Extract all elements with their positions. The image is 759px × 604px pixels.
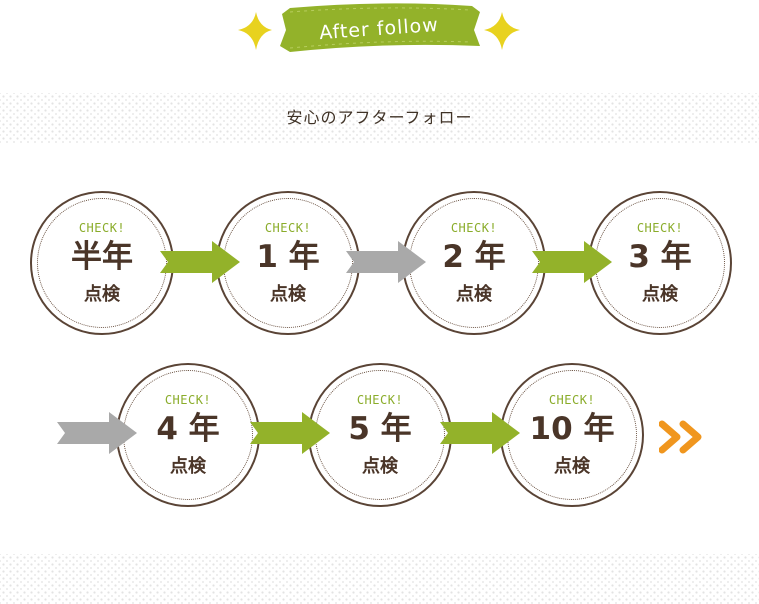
step-badge-4-year: CHECK! 4 年 点検 <box>116 363 260 507</box>
sparkle-star-icon <box>484 12 520 50</box>
arrow-right-icon <box>346 239 428 285</box>
check-label: CHECK! <box>450 221 498 235</box>
step-badge-10-year: CHECK! 10 年 点検 <box>500 363 644 507</box>
step-badge-2-year: CHECK! 2 年 点検 <box>402 191 546 335</box>
step-badge-3-year: CHECK! 3 年 点検 <box>588 191 732 335</box>
period-label: 2 年 <box>442 239 506 275</box>
dotted-band-bottom <box>0 554 759 604</box>
inspection-label: 点検 <box>170 456 206 477</box>
arrow-right-icon <box>250 410 332 456</box>
check-label: CHECK! <box>636 221 684 235</box>
step-badge-5-year: CHECK! 5 年 点検 <box>308 363 452 507</box>
section-subtitle: 安心のアフターフォロー <box>286 108 473 127</box>
period-label: 1 年 <box>256 239 320 275</box>
check-label: CHECK! <box>548 393 596 407</box>
check-label: CHECK! <box>78 221 126 235</box>
badge-ring-inner <box>37 198 167 328</box>
inspection-label: 点検 <box>642 284 678 305</box>
period-label: 3 年 <box>628 239 692 275</box>
inspection-label: 点検 <box>554 456 590 477</box>
check-label: CHECK! <box>264 221 312 235</box>
period-label: 4 年 <box>156 411 220 447</box>
header-banner: After follow <box>234 0 524 60</box>
check-label: CHECK! <box>356 393 404 407</box>
step-badge-half-year: CHECK! 半年 点検 <box>30 191 174 335</box>
inspection-label: 点検 <box>456 284 492 305</box>
arrow-right-icon <box>440 410 522 456</box>
dotted-band-top <box>0 93 759 143</box>
inspection-label: 点検 <box>362 456 398 477</box>
check-label: CHECK! <box>164 393 212 407</box>
inspection-label: 点検 <box>84 284 120 305</box>
period-label: 5 年 <box>348 411 412 447</box>
arrow-right-icon <box>57 410 139 456</box>
double-chevron-right-icon <box>658 420 709 454</box>
arrow-right-icon <box>160 239 242 285</box>
step-badge-1-year: CHECK! 1 年 点検 <box>216 191 360 335</box>
period-label: 半年 <box>71 239 133 275</box>
arrow-right-icon <box>532 239 614 285</box>
period-label: 10 年 <box>529 411 615 447</box>
sparkle-star-icon <box>238 12 272 50</box>
inspection-label: 点検 <box>270 284 306 305</box>
